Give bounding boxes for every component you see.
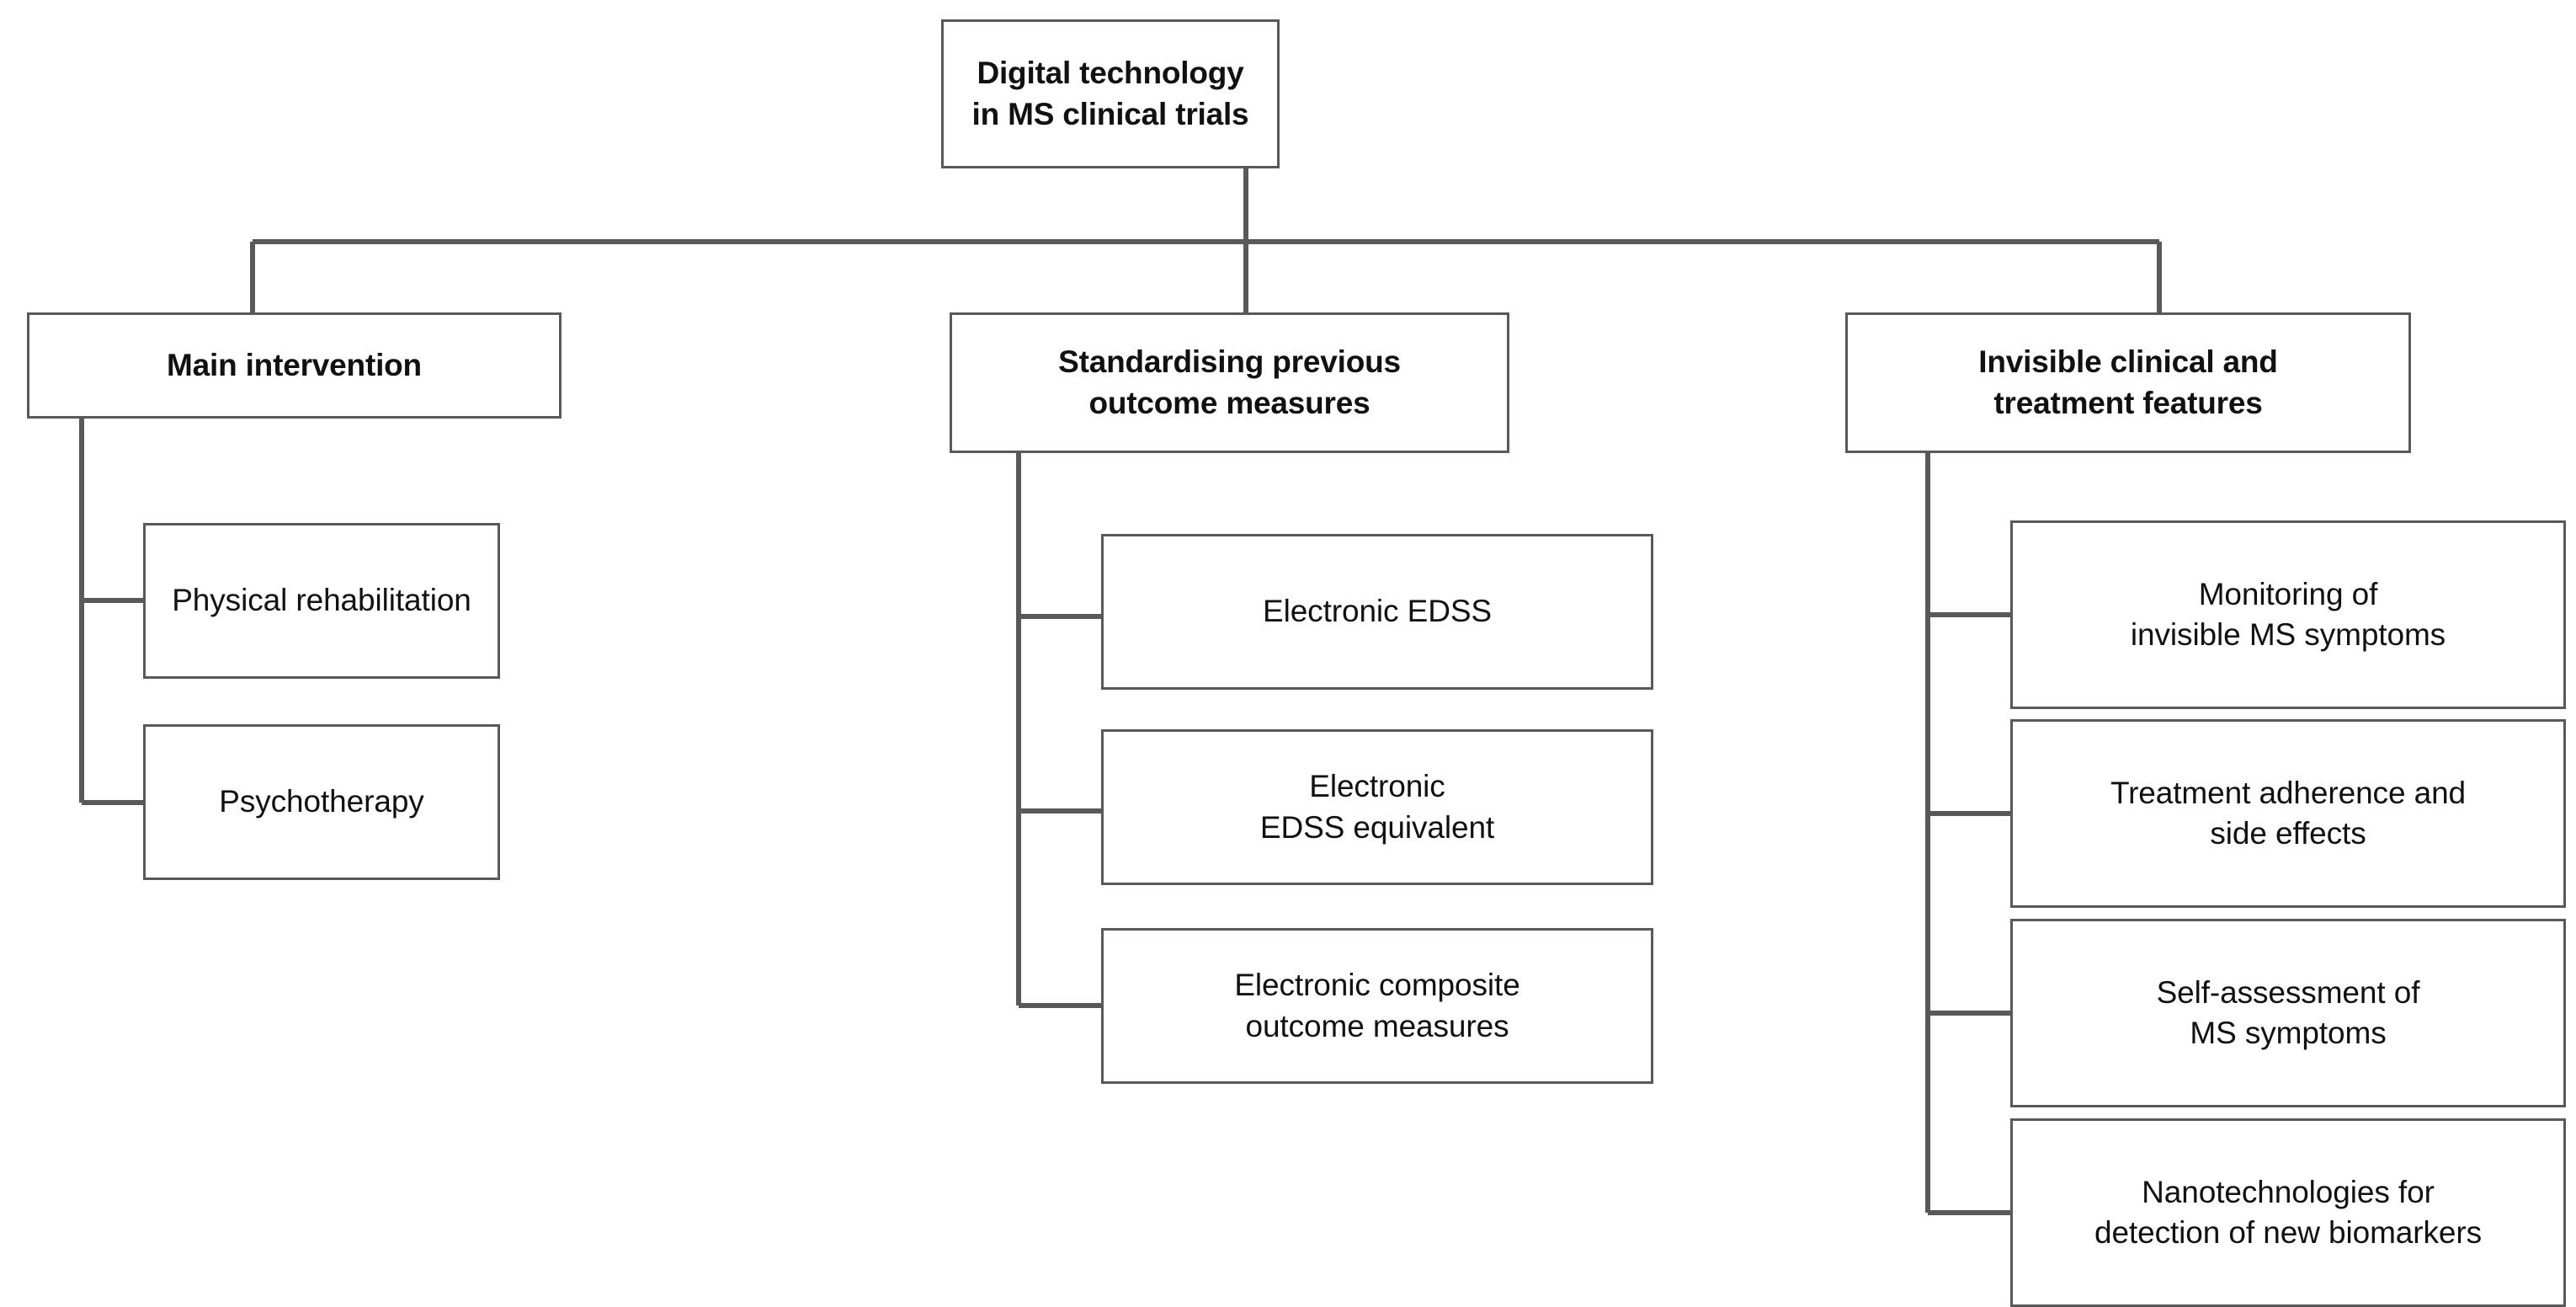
node-leaf-electronic-composite-outcome-measures[interactable]: Electronic composite outcome measures — [1101, 928, 1653, 1084]
node-root[interactable]: Digital technology in MS clinical trials — [941, 19, 1280, 168]
node-leaf-nanotechnologies-for-detection-of-new-biomarkers[interactable]: Nanotechnologies for detection of new bi… — [2010, 1118, 2566, 1307]
node-leaf-electronic-edss-label: Electronic EDSS — [1263, 594, 1492, 629]
node-leaf-treatment-adherence-and-side-effects[interactable]: Treatment adherence and side effects — [2010, 719, 2566, 908]
node-branch-main-intervention-label: Main intervention — [167, 347, 422, 382]
node-leaf-nanotechnologies-for-detection-of-new-biomarkers-label: Nanotechnologies for detection of new bi… — [2094, 1174, 2483, 1250]
node-branch-main-intervention[interactable]: Main intervention — [27, 312, 562, 419]
node-leaf-self-assessment-of-ms-symptoms[interactable]: Self-assessment of MS symptoms — [2010, 919, 2566, 1107]
node-branch-standardising-previous-outcome-measures[interactable]: Standardising previous outcome measures — [950, 312, 1509, 453]
node-leaf-treatment-adherence-and-side-effects-label: Treatment adherence and side effects — [2110, 775, 2467, 851]
node-leaf-electronic-edss-equivalent[interactable]: Electronic EDSS equivalent — [1101, 729, 1653, 885]
node-leaf-physical-rehabilitation[interactable]: Physical rehabilitation — [143, 523, 500, 679]
node-leaf-monitoring-of-invisible-ms-symptoms[interactable]: Monitoring of invisible MS symptoms — [2010, 520, 2566, 709]
node-branch-invisible-clinical-and-treatment-features[interactable]: Invisible clinical and treatment feature… — [1845, 312, 2411, 453]
node-leaf-self-assessment-of-ms-symptoms-label: Self-assessment of MS symptoms — [2156, 974, 2420, 1050]
node-branch-invisible-clinical-and-treatment-features-label: Invisible clinical and treatment feature… — [1978, 344, 2278, 420]
node-leaf-monitoring-of-invisible-ms-symptoms-label: Monitoring of invisible MS symptoms — [2130, 576, 2446, 652]
node-leaf-physical-rehabilitation-label: Physical rehabilitation — [172, 583, 471, 618]
node-leaf-psychotherapy-label: Psychotherapy — [219, 784, 424, 819]
node-branch-standardising-previous-outcome-measures-label: Standardising previous outcome measures — [1058, 344, 1401, 420]
node-leaf-electronic-edss[interactable]: Electronic EDSS — [1101, 534, 1653, 690]
node-leaf-electronic-edss-equivalent-label: Electronic EDSS equivalent — [1259, 769, 1495, 845]
node-leaf-psychotherapy[interactable]: Psychotherapy — [143, 724, 500, 880]
node-root-label: Digital technology in MS clinical trials — [971, 56, 1249, 131]
node-leaf-electronic-composite-outcome-measures-label: Electronic composite outcome measures — [1234, 968, 1520, 1043]
